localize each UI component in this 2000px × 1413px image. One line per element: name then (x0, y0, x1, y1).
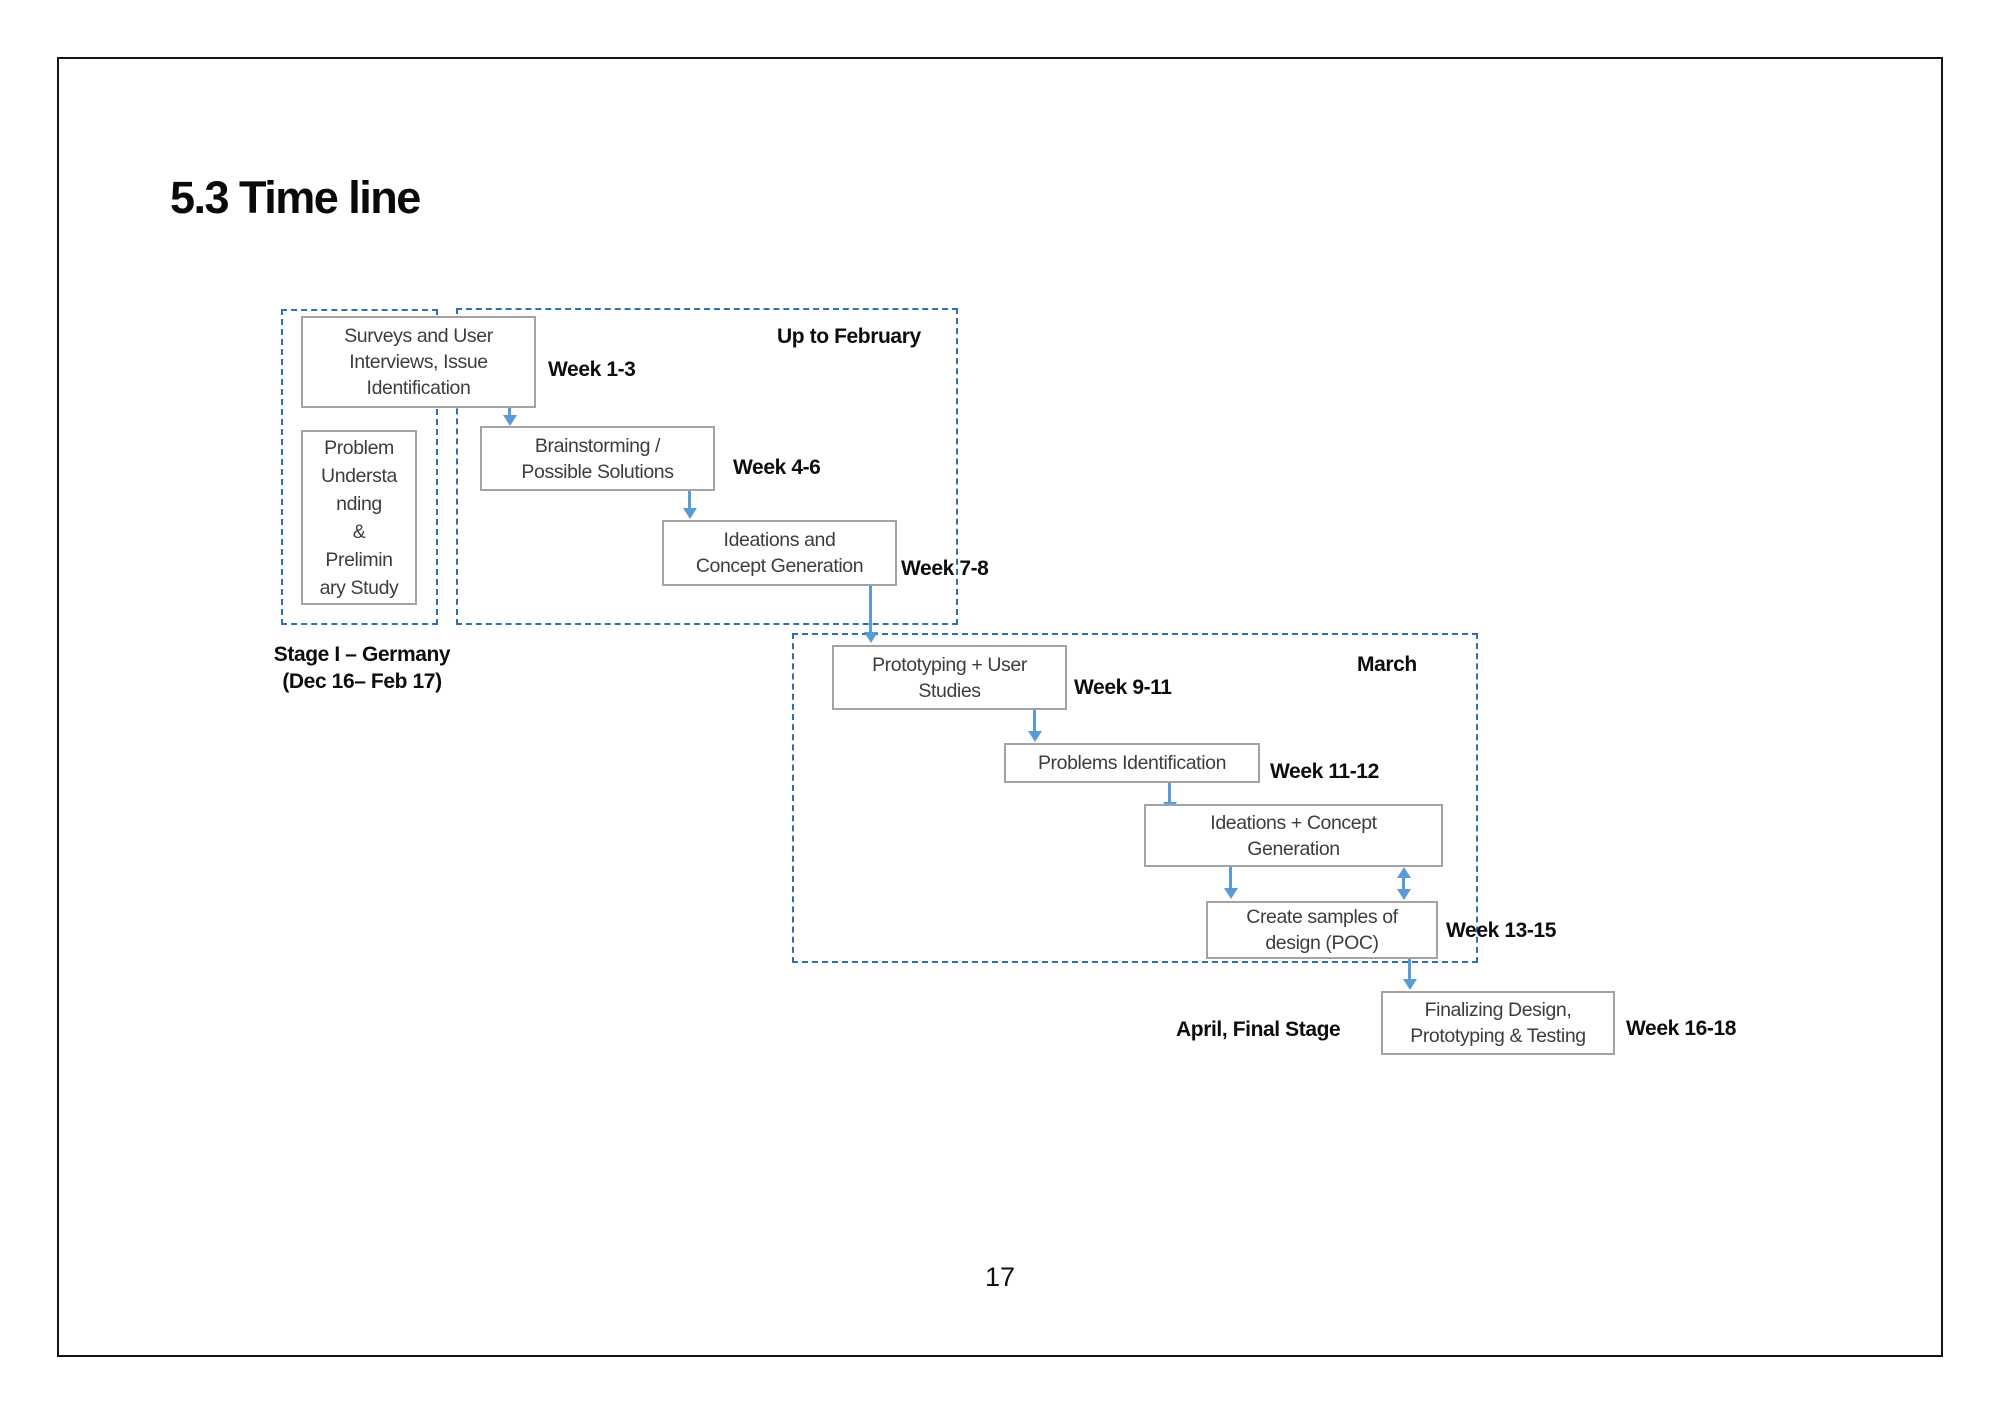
week-7-8-label: Week 7-8 (901, 557, 989, 580)
box-problems-identification: Problems Identification (1004, 743, 1260, 783)
box-create-samples-poc: Create samples of design (POC) (1206, 901, 1438, 959)
march-dashed-group (792, 633, 1478, 963)
box-ideations-concept-generation-2: Ideations + Concept Generation (1144, 804, 1443, 867)
week-4-6-label: Week 4-6 (733, 456, 821, 479)
arrow-problems-to-ideations2 (1168, 782, 1171, 802)
box-ideations-concept-generation-1: Ideations and Concept Generation (662, 520, 897, 586)
week-16-18-label: Week 16-18 (1626, 1017, 1737, 1040)
arrow-surveys-to-brainstorming (508, 408, 511, 415)
page-number: 17 (984, 1262, 1016, 1292)
stage1-caption: Stage I – Germany (Dec 16– Feb 17) (273, 643, 451, 693)
stage1-right-dashed-group (456, 308, 958, 625)
up-to-february-label: Up to February (777, 325, 921, 348)
april-final-stage-label: April, Final Stage (1176, 1018, 1341, 1041)
arrow-ideations-to-prototyping (869, 586, 872, 632)
march-label: March (1357, 653, 1417, 676)
section-title: 5.3 Time line (170, 172, 421, 223)
box-finalizing-design-testing: Finalizing Design, Prototyping & Testing (1381, 991, 1615, 1055)
box-brainstorming-solutions: Brainstorming / Possible Solutions (480, 426, 715, 491)
stage1-left-dashed-group (281, 309, 438, 625)
week-13-15-label: Week 13-15 (1446, 919, 1557, 942)
box-surveys-user-interviews: Surveys and User Interviews, Issue Ident… (301, 316, 536, 408)
arrow-samples-to-finalizing (1408, 959, 1411, 979)
box-problem-understanding: Problem Understa nding & Prelimin ary St… (301, 430, 417, 605)
week-11-12-label: Week 11-12 (1270, 760, 1379, 783)
box-prototyping-user-studies: Prototyping + User Studies (832, 645, 1067, 710)
arrow-double-ideations2-samples (1402, 878, 1405, 889)
week-9-11-label: Week 9-11 (1074, 676, 1172, 699)
arrow-prototyping-to-problems (1033, 710, 1036, 731)
arrow-brainstorming-to-ideations (688, 491, 691, 508)
week-1-3-label: Week 1-3 (548, 358, 636, 381)
arrow-ideations2-to-samples (1229, 867, 1232, 888)
